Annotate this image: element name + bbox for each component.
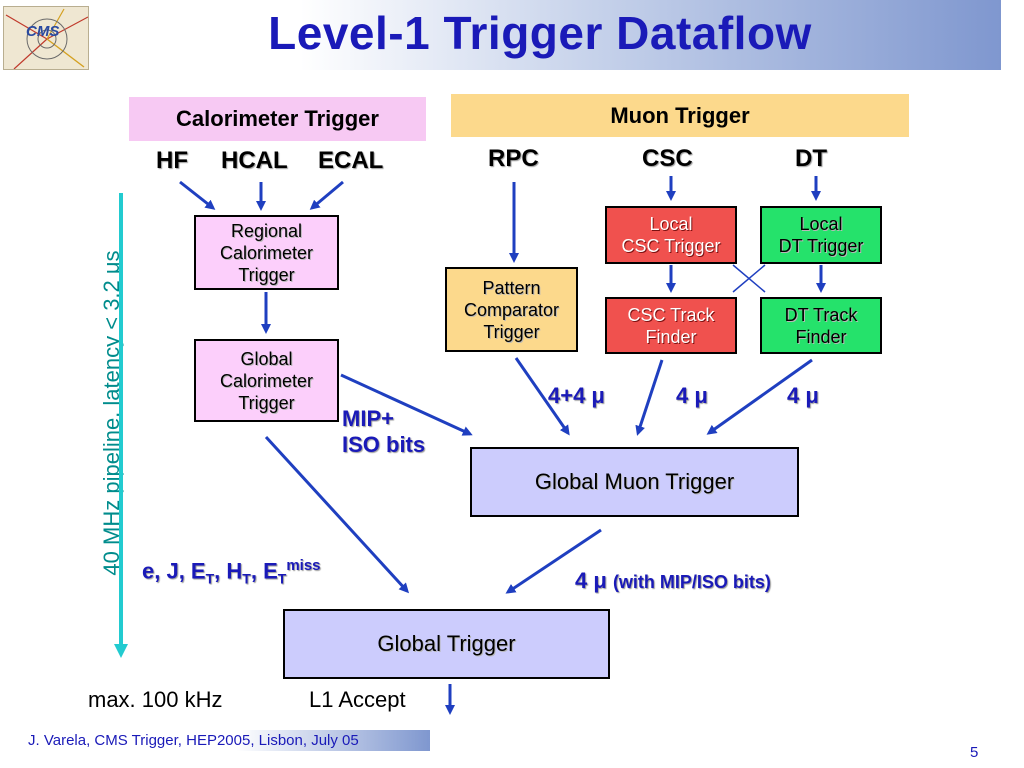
- dt-track-finder-box: DT Track Finder: [760, 297, 882, 354]
- dt-muon-count: 4 μ: [787, 383, 819, 408]
- dt-track-line1: DT Track: [784, 304, 858, 325]
- calorimeter-trigger-header: Calorimeter Trigger: [129, 97, 426, 141]
- input-csc: CSC: [642, 145, 693, 172]
- footer-citation: J. Varela, CMS Trigger, HEP2005, Lisbon,…: [28, 732, 359, 749]
- local-csc-trigger-box: Local CSC Trigger: [605, 206, 737, 264]
- calo-objects-sub2: T: [242, 570, 251, 587]
- gmt-to-gt-count: 4 μ: [575, 568, 607, 593]
- global-calo-line1: Global: [240, 348, 293, 369]
- calo-objects-e: e, J, E: [142, 558, 206, 584]
- regional-calo-line3: Trigger: [238, 264, 295, 285]
- input-hcal: HCAL: [221, 147, 288, 174]
- global-muon-trigger-box: Global Muon Trigger: [470, 447, 799, 517]
- iso-bits-line: ISO bits: [342, 432, 426, 457]
- gmt-to-gt-note: (with MIP/ISO bits): [612, 572, 771, 592]
- arrow-csc-track-to-gmt: [635, 359, 664, 436]
- rpc-muon-count: 4+4 μ: [548, 383, 605, 408]
- input-ecal: ECAL: [318, 147, 384, 174]
- local-dt-line2: DT Trigger: [778, 236, 864, 256]
- pattern-line2: Comparator: [463, 299, 560, 320]
- footer-bar: [0, 730, 430, 751]
- csc-track-finder-box: CSC Track Finder: [605, 297, 737, 354]
- mip-iso-bits-label: MIP+ ISO bits: [342, 406, 425, 458]
- local-dt-trigger-box: Local DT Trigger: [760, 206, 882, 264]
- arrow-pattern-to-gmt: [514, 357, 570, 436]
- csc-track-line1: CSC Track: [627, 304, 715, 325]
- calo-objects-label: e, J, ET, HT, ETmiss: [142, 557, 321, 587]
- cms-logo-text: CMS: [26, 23, 60, 40]
- input-dt: DT: [795, 145, 827, 172]
- arrow-dt-track-to-gmt: [706, 358, 813, 435]
- cms-logo: CMS: [3, 6, 89, 70]
- local-csc-line2: CSC Trigger: [621, 236, 721, 256]
- page-number: 5: [970, 744, 979, 761]
- dt-track-line2: Finder: [795, 326, 847, 347]
- arrow-global-calo-to-gt: [264, 435, 410, 594]
- calo-objects-h: , H: [214, 558, 243, 584]
- calo-objects-sub3: T: [277, 570, 287, 587]
- arrow-hf-to-regional: [179, 180, 216, 210]
- local-csc-line1: Local: [649, 214, 693, 234]
- global-calo-line3: Trigger: [238, 392, 295, 413]
- page-title: Level-1 Trigger Dataflow: [268, 7, 812, 59]
- calo-objects-sub1: T: [205, 570, 215, 587]
- arrow-gmt-to-gt: [505, 528, 602, 594]
- calo-objects-et: , E: [250, 558, 278, 584]
- regional-calo-line1: Regional: [230, 220, 303, 241]
- muon-trigger-header: Muon Trigger: [451, 94, 909, 137]
- arrow-global-calo-to-gmt: [340, 373, 473, 436]
- global-calo-line2: Calorimeter: [219, 370, 314, 391]
- input-hf: HF: [156, 147, 188, 174]
- global-calorimeter-trigger-box: Global Calorimeter Trigger: [194, 339, 339, 422]
- pattern-line1: Pattern: [482, 277, 541, 298]
- arrow-ecal-to-regional: [309, 180, 344, 210]
- l1-accept-label: L1 Accept: [309, 687, 406, 712]
- mip-line: MIP+: [342, 406, 394, 431]
- csc-track-line2: Finder: [645, 326, 697, 347]
- regional-calo-line2: Calorimeter: [219, 242, 314, 263]
- max-rate-label: max. 100 kHz: [88, 687, 223, 712]
- gmt-to-gt-label: 4 μ (with MIP/ISO bits): [575, 568, 771, 594]
- csc-muon-count: 4 μ: [676, 383, 708, 408]
- local-dt-line1: Local: [799, 214, 843, 234]
- regional-calorimeter-trigger-box: Regional Calorimeter Trigger: [194, 215, 339, 290]
- pattern-line3: Trigger: [483, 321, 540, 342]
- input-rpc: RPC: [488, 145, 539, 172]
- title-banner: [0, 0, 1001, 70]
- pattern-comparator-trigger-box: Pattern Comparator Trigger: [445, 267, 578, 352]
- cross-link-2: [732, 264, 766, 293]
- global-trigger-box: Global Trigger: [283, 609, 610, 679]
- cms-logo-icon: [4, 7, 88, 69]
- calo-objects-miss: miss: [286, 557, 321, 574]
